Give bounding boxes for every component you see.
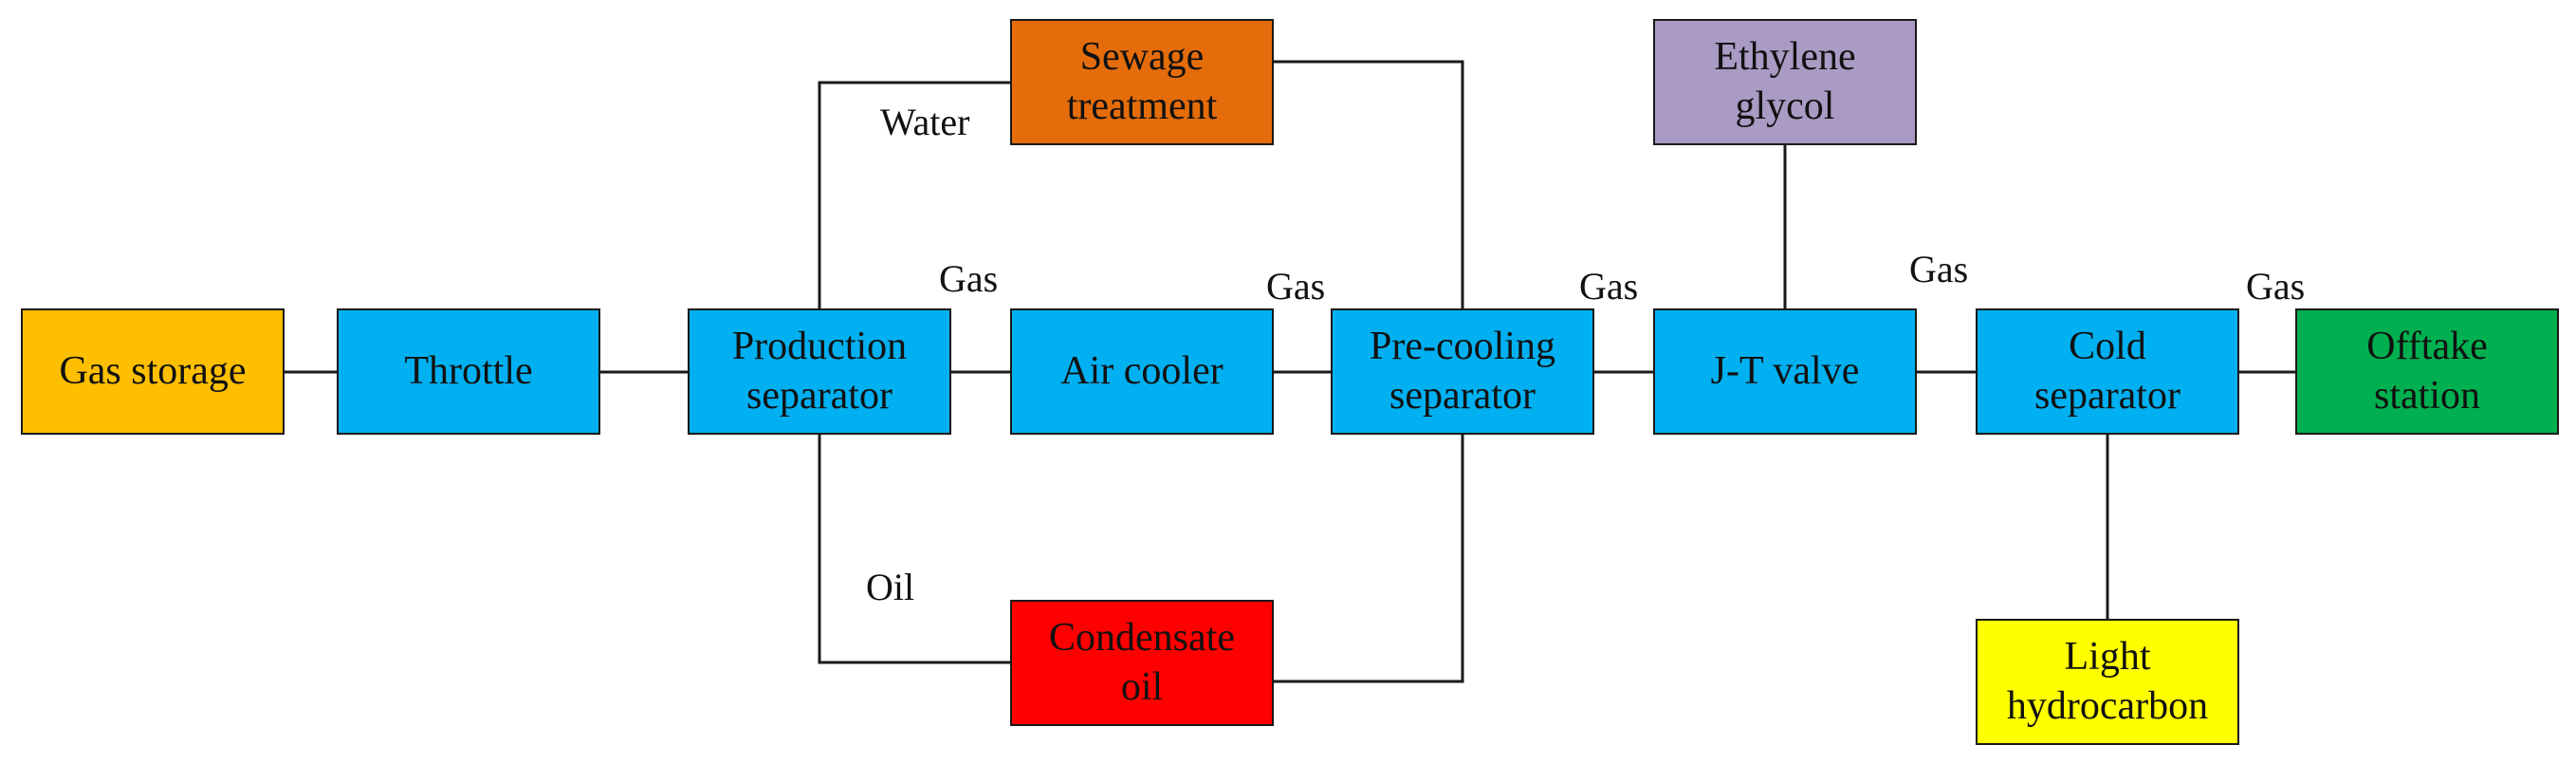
condensate-oil-label-line1: Condensate (1049, 616, 1235, 661)
jt-valve-label: J-T valve (1710, 348, 1860, 393)
gas-flow-label-3: Gas (1579, 265, 1639, 307)
water-flow-label: Water (880, 101, 970, 143)
condensate-oil-label-line2: oil (1120, 664, 1164, 709)
cold-separator-label-line2: separator (2034, 373, 2180, 418)
condensate-oil-box: Condensate oil (1010, 600, 1274, 726)
throttle-label: Throttle (404, 348, 533, 393)
cold-separator-box: Cold separator (1976, 308, 2239, 435)
precooling-separator-label-line1: Pre-cooling (1370, 325, 1555, 369)
gas-flow-label-5: Gas (2246, 265, 2306, 307)
sewage-treatment-box: Sewage treatment (1010, 19, 1274, 145)
gas-storage-label: Gas storage (59, 348, 247, 393)
jt-valve-box: J-T valve (1653, 308, 1917, 435)
throttle-box: Throttle (337, 308, 600, 435)
offtake-station-label-line2: station (2374, 373, 2480, 418)
ethylene-glycol-label-line1: Ethylene (1714, 35, 1856, 80)
precooling-separator-label-line2: separator (1389, 373, 1536, 418)
cold-separator-label-line1: Cold (2069, 325, 2146, 369)
gas-flow-label-4: Gas (1909, 248, 1969, 290)
sewage-treatment-label-line1: Sewage (1079, 35, 1205, 80)
offtake-station-box: Offtake station (2295, 308, 2559, 435)
production-separator-label-line2: separator (746, 373, 892, 418)
sewage-treatment-label-line2: treatment (1066, 84, 1218, 128)
air-cooler-label: Air cooler (1060, 348, 1224, 393)
ethylene-glycol-box: Ethylene glycol (1653, 19, 1917, 145)
light-hydrocarbon-label-line1: Light (2064, 635, 2151, 680)
gas-storage-box: Gas storage (21, 308, 285, 435)
connector-production-sewage (818, 81, 1010, 308)
oil-flow-label: Oil (866, 566, 915, 608)
production-separator-label-line1: Production (731, 325, 908, 369)
offtake-station-label-line1: Offtake (2366, 325, 2488, 369)
ethylene-glycol-label-line2: glycol (1735, 84, 1835, 128)
light-hydrocarbon-label-line2: hydrocarbon (2006, 683, 2209, 728)
light-hydrocarbon-box: Light hydrocarbon (1976, 619, 2239, 745)
gas-flow-label-1: Gas (939, 257, 999, 300)
air-cooler-box: Air cooler (1010, 308, 1274, 435)
production-separator-box: Production separator (688, 308, 951, 435)
gas-flow-label-2: Gas (1266, 265, 1326, 307)
precooling-separator-box: Pre-cooling separator (1331, 308, 1594, 435)
connector-production-condensate (818, 435, 1010, 664)
connector-condensate-precooling (1274, 435, 1464, 683)
connector-sewage-precooling (1274, 60, 1464, 308)
